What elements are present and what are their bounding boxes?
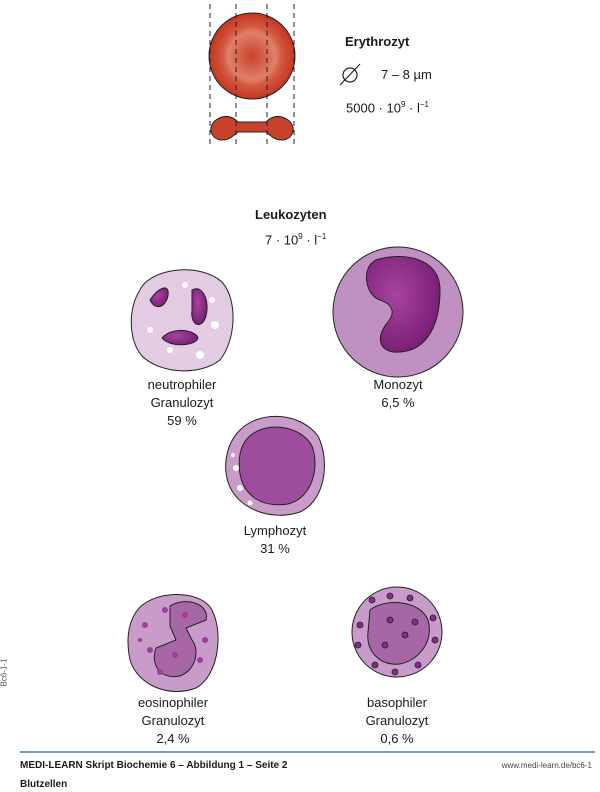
erythrocyte-title: Erythrozyt (345, 34, 410, 49)
diameter-icon (339, 63, 361, 86)
eosinophil-drawing (127, 594, 219, 692)
leukocytes-count: 7 · 109 · l−1 (265, 232, 327, 248)
neutrophil-drawing (130, 269, 234, 372)
erythrocyte-diameter: 7 – 8 µm (381, 67, 432, 82)
erythrocyte-drawing (208, 4, 361, 148)
footer-source: MEDI-LEARN Skript Biochemie 6 – Abbildun… (20, 760, 288, 771)
footer-url[interactable]: www.medi-learn.de/bc6-1 (501, 761, 592, 770)
lymphocyte-drawing (225, 416, 325, 516)
erythrocyte-count: 5000 · 109 · l−1 (346, 100, 429, 116)
monocyte-drawing (332, 246, 464, 378)
footer-caption: Blutzellen (20, 779, 68, 790)
side-code: Bc6-1-1 (0, 658, 9, 687)
basophil-drawing (351, 586, 443, 678)
leukocytes-title: Leukozyten (255, 207, 327, 222)
